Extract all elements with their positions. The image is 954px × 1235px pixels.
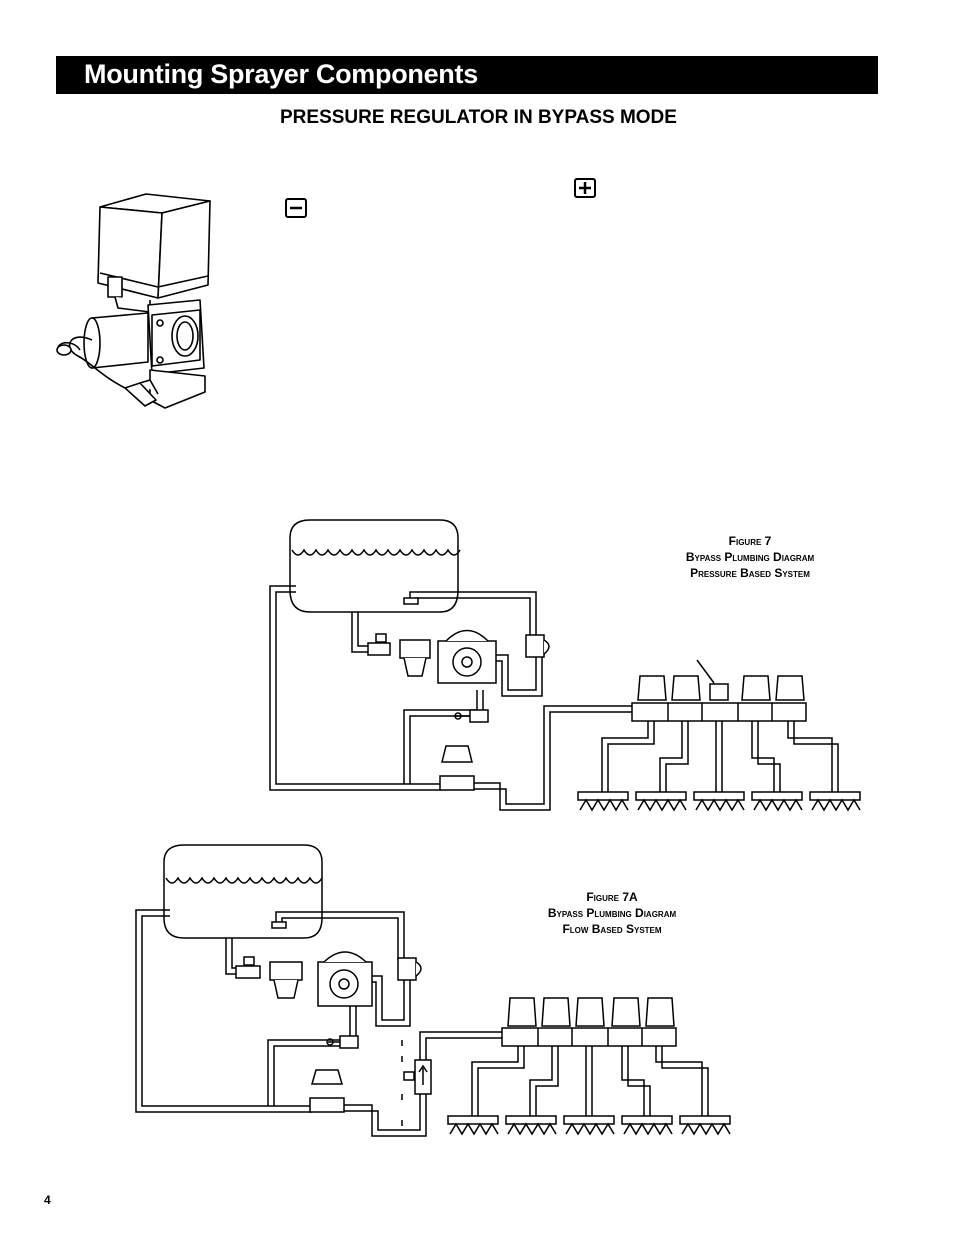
figure-7a-line2: Flow Based System [562,922,662,936]
minus-box-icon [285,198,307,218]
plus-box-icon [574,178,596,198]
figure-7a-line1: Bypass Plumbing Diagram [547,906,677,920]
figure-7a-caption: Figure 7A Bypass Plumbing Diagram Flow B… [502,889,722,937]
figure-7-line2: Pressure Based System [690,566,810,580]
figure-7-number: Figure 7 [728,534,772,548]
figure-7-caption: Figure 7 Bypass Plumbing Diagram Pressur… [640,533,860,581]
figure-7a-number: Figure 7A [586,890,638,904]
page-title: Mounting Sprayer Components [84,59,478,89]
page-number: 4 [44,1193,51,1207]
section-heading: PRESSURE REGULATOR IN BYPASS MODE [280,107,677,128]
figure-7-line1: Bypass Plumbing Diagram [685,550,815,564]
title-bar: Mounting Sprayer Components [56,56,878,94]
